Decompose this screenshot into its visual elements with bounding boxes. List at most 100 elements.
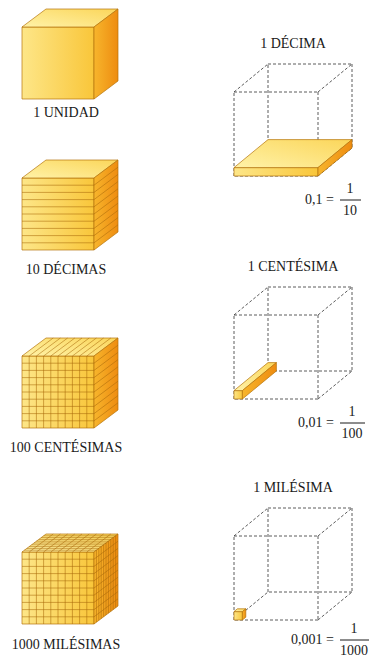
- grid-line: [29, 552, 30, 624]
- fraction-cube: [234, 64, 352, 176]
- fraction-title: 1 MILÉSIMA: [253, 481, 333, 495]
- cube-face: [94, 338, 118, 428]
- dashed-edge: [352, 508, 353, 592]
- cube-face: [94, 160, 118, 250]
- grid-line: [65, 552, 66, 624]
- dashed-edge: [268, 64, 352, 65]
- grid-line: [22, 235, 94, 236]
- grid-line: [94, 396, 118, 414]
- dashed-edge: [318, 508, 352, 536]
- dashed-edge: [268, 287, 269, 371]
- cube-face: [22, 552, 94, 624]
- dashed-edge: [352, 64, 353, 148]
- grid-line: [22, 185, 94, 186]
- grid-line: [72, 338, 96, 356]
- dashed-cube-outline: [234, 64, 352, 176]
- grid-line: [50, 552, 51, 624]
- tenth-slab: [234, 140, 352, 176]
- fraction-bar: [340, 423, 365, 424]
- grid-line: [80, 338, 104, 356]
- grid-line: [43, 356, 44, 428]
- grid-line: [22, 214, 94, 215]
- grid-line: [94, 167, 118, 185]
- grid-line: [108, 541, 109, 613]
- fraction-title: 1 CENTÉSIMA: [248, 260, 339, 274]
- grid-line: [32, 544, 104, 545]
- grid-line: [94, 174, 118, 192]
- denominator: 10: [343, 204, 357, 218]
- grid-line: [79, 552, 80, 624]
- cube-face: [234, 140, 352, 168]
- grid-line: [101, 547, 102, 619]
- hundredth-rod: [234, 363, 276, 399]
- fraction-cube: [234, 287, 352, 399]
- dashed-edge: [268, 287, 352, 288]
- grid-line: [22, 221, 94, 222]
- decimal-value: 0,001 =: [291, 633, 334, 647]
- unit-caption: 10 DÉCIMAS: [26, 263, 107, 277]
- grid-line: [94, 225, 118, 243]
- numerator: 1: [349, 405, 356, 419]
- cube-face: [318, 140, 352, 176]
- dashed-edge: [268, 64, 269, 148]
- dashed-edge: [234, 315, 318, 316]
- grid-line: [65, 356, 66, 428]
- dashed-cube-outline: [234, 287, 352, 399]
- grid-line: [94, 360, 118, 378]
- grid-line: [51, 338, 75, 356]
- grid-line: [36, 552, 37, 624]
- grid-line: [72, 552, 73, 624]
- cube-face: [22, 356, 94, 428]
- grid-line: [106, 543, 107, 615]
- grid-line: [44, 338, 68, 356]
- cube-face: [234, 391, 242, 399]
- dashed-edge: [318, 64, 352, 92]
- dashed-edge: [234, 64, 268, 92]
- grid-line: [65, 338, 89, 356]
- unit-caption: 1000 MILÉSIMAS: [12, 638, 121, 652]
- dashed-edge: [234, 92, 235, 176]
- grid-line: [34, 543, 106, 544]
- grid-line: [43, 552, 44, 624]
- grid-line: [94, 381, 118, 399]
- unit-cube: [22, 9, 118, 99]
- cube-face: [234, 168, 318, 176]
- grid-line: [94, 182, 118, 200]
- grid-line: [96, 550, 97, 622]
- grid-line: [22, 228, 94, 229]
- grid-line: [22, 206, 94, 207]
- grid-line: [94, 203, 118, 221]
- grid-line: [39, 539, 111, 540]
- dashed-edge: [318, 592, 352, 620]
- dashed-edge: [234, 399, 318, 400]
- numerator: 1: [351, 622, 358, 636]
- grid-line: [94, 196, 118, 214]
- grid-line: [41, 537, 113, 538]
- cube-face: [22, 178, 94, 250]
- unit-cube: [22, 338, 118, 428]
- grid-line: [103, 545, 104, 617]
- grid-line: [58, 338, 82, 356]
- dashed-edge: [268, 508, 352, 509]
- dashed-edge: [234, 92, 318, 93]
- dashed-edge: [234, 592, 268, 620]
- dashed-edge: [234, 536, 318, 537]
- grid-line: [94, 189, 118, 207]
- fraction-bar: [340, 640, 369, 641]
- grid-line: [22, 192, 94, 193]
- grid-line: [36, 541, 108, 542]
- grid-line: [94, 218, 118, 236]
- grid-line: [86, 552, 87, 624]
- dashed-edge: [268, 371, 352, 372]
- grid-line: [27, 548, 99, 549]
- grid-line: [115, 536, 116, 608]
- dashed-edge: [234, 508, 268, 536]
- grid-line: [94, 367, 118, 385]
- unit-cube: [22, 160, 118, 250]
- unit-cube: [22, 534, 118, 624]
- dashed-edge: [268, 508, 269, 592]
- grid-line: [94, 388, 118, 406]
- dashed-edge: [268, 592, 352, 593]
- dashed-cube-outline: [234, 508, 352, 620]
- unit-caption: 100 CENTÉSIMAS: [10, 441, 122, 455]
